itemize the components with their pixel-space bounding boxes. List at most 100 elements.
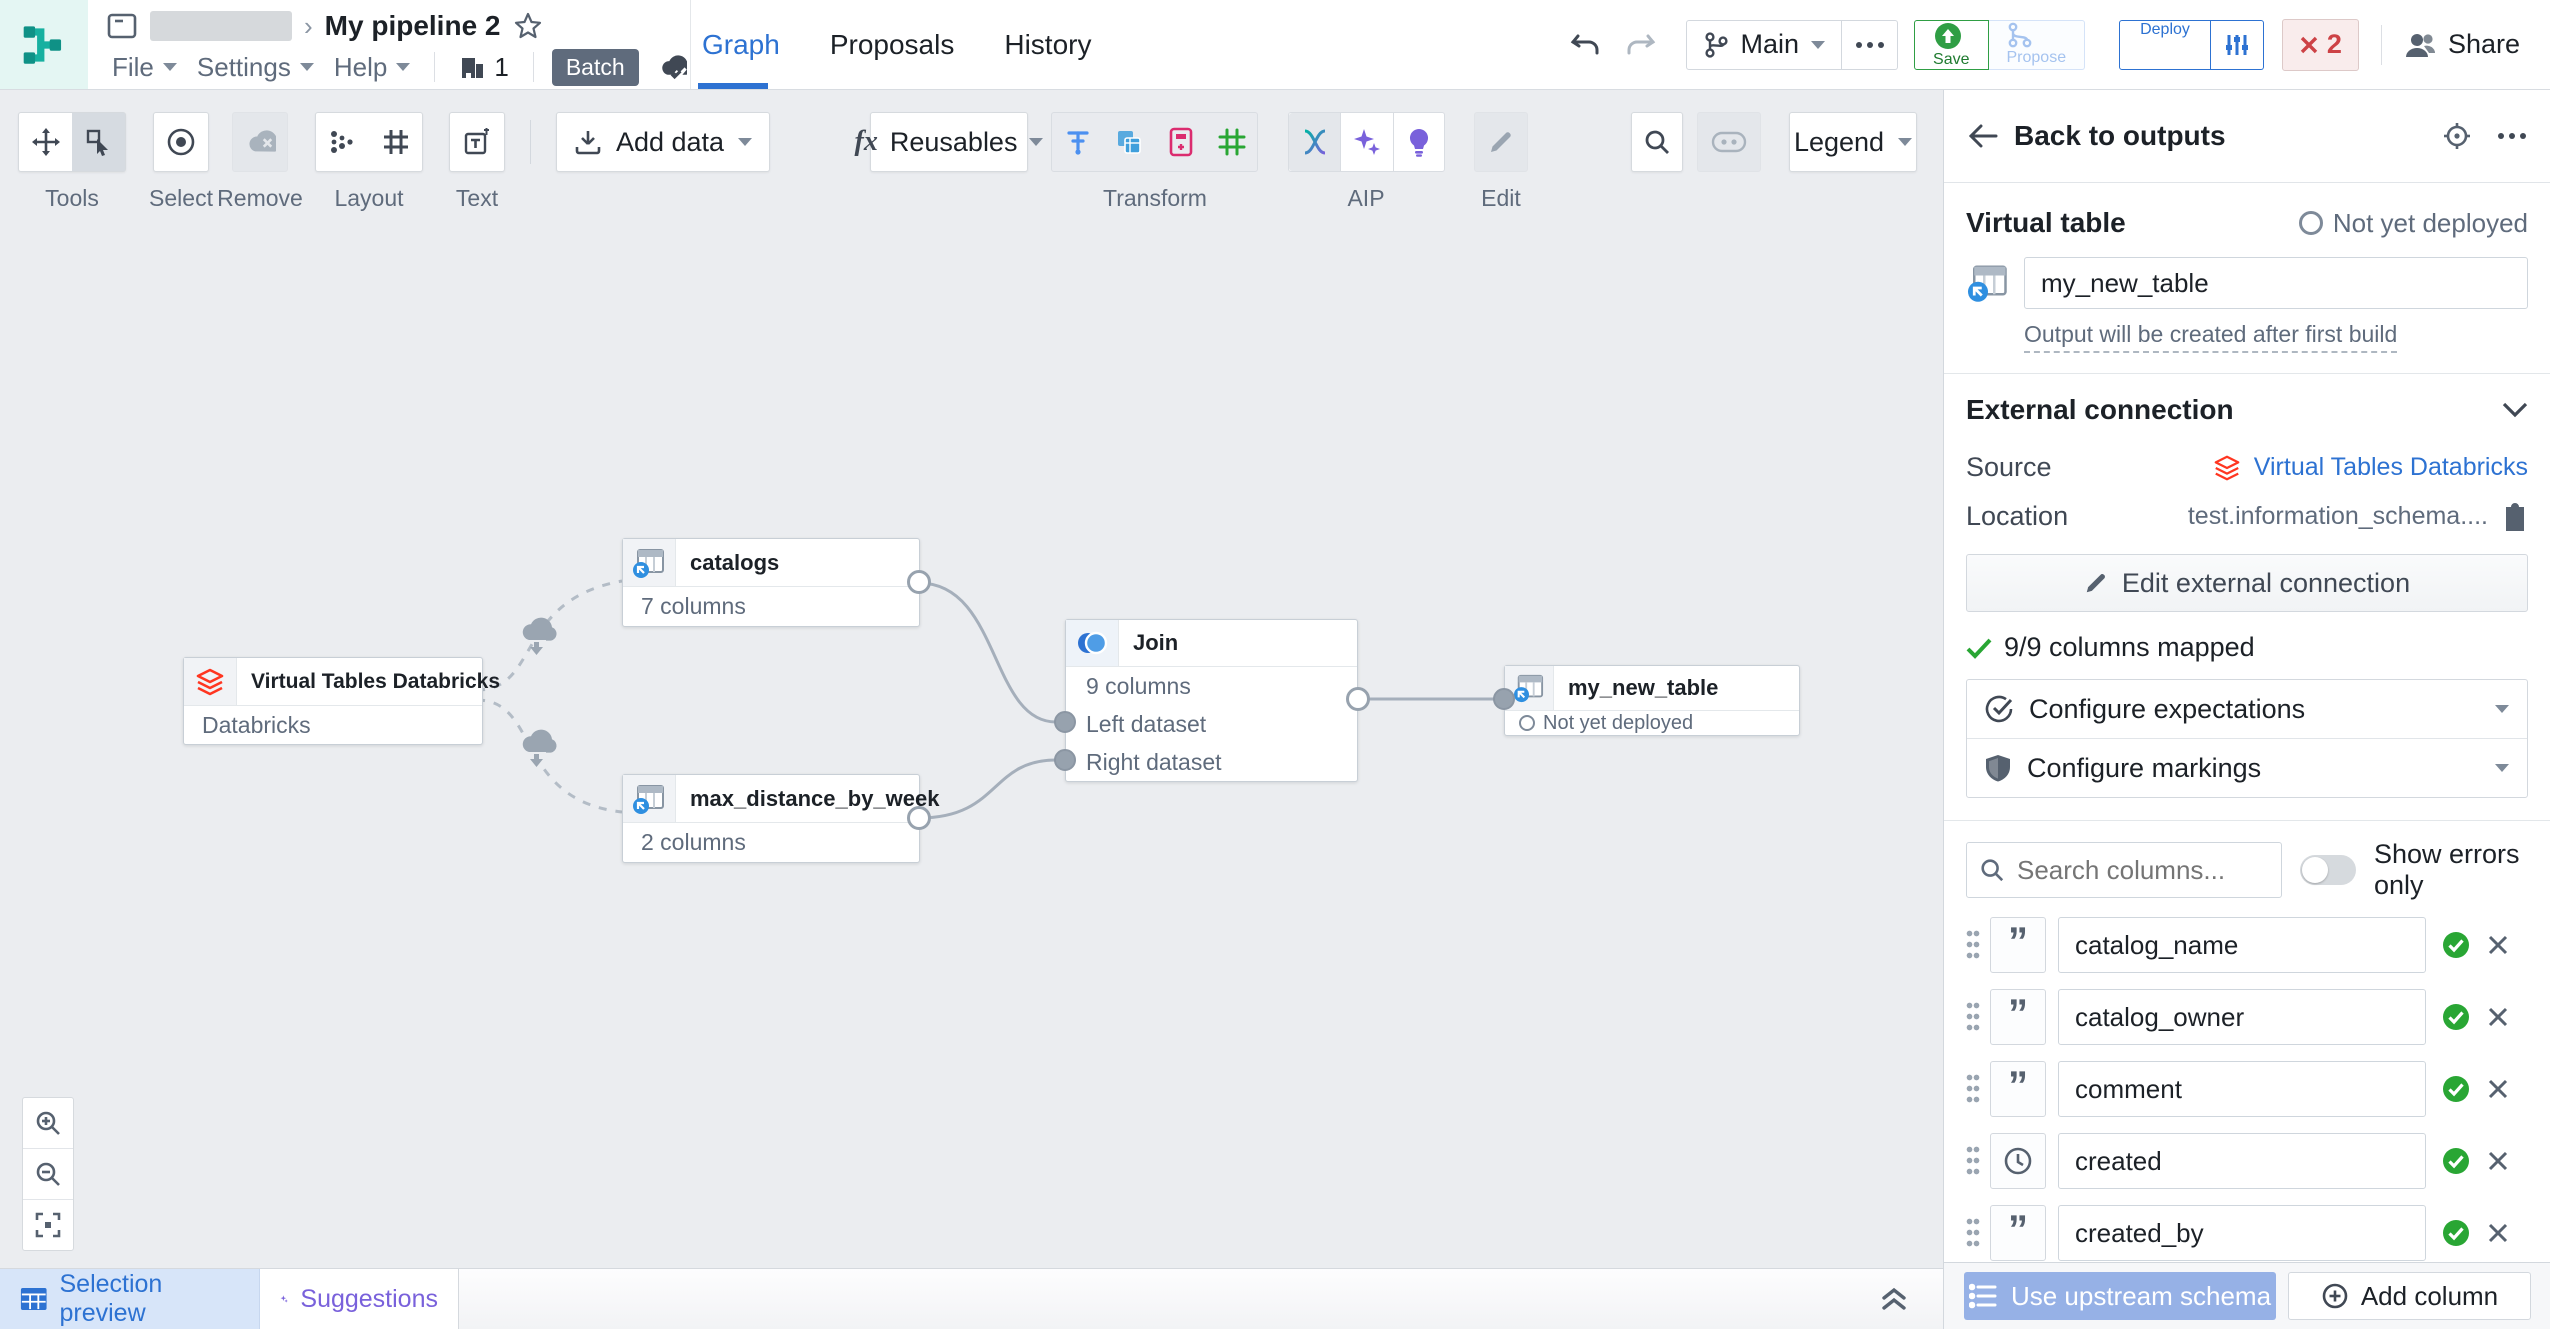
pivot-icon[interactable]	[1207, 113, 1258, 171]
select-tool-button[interactable]	[72, 113, 125, 171]
join-left-input-port[interactable]	[1054, 711, 1076, 733]
tab-history[interactable]: History	[1004, 28, 1092, 60]
column-name-input[interactable]	[2058, 989, 2426, 1045]
chevron-down-icon	[162, 63, 177, 71]
move-tool-button[interactable]	[19, 113, 72, 171]
show-errors-toggle[interactable]	[2300, 855, 2356, 885]
drag-handle-icon[interactable]	[1966, 1000, 1980, 1034]
deploy-button[interactable]: Deploy	[2119, 19, 2211, 70]
save-upload-icon	[1935, 22, 1962, 49]
branch-more-button[interactable]	[1842, 19, 1899, 70]
my-new-table-node[interactable]: my_new_table Not yet deployed	[1504, 665, 1800, 736]
join-node[interactable]: Join 9 columns Left dataset Right datase…	[1065, 619, 1358, 782]
file-menu[interactable]: File	[106, 50, 183, 85]
catalogs-node[interactable]: catalogs 7 columns	[622, 538, 920, 627]
propose-button[interactable]: Propose	[1988, 19, 2086, 70]
legend-button[interactable]: Legend	[1789, 112, 1917, 172]
select-mode-button[interactable]	[153, 112, 209, 172]
join-output-port[interactable]	[1346, 687, 1370, 711]
selection-preview-tab[interactable]: Selection preview	[0, 1269, 260, 1329]
string-type-icon[interactable]: ”	[1990, 989, 2046, 1045]
drag-handle-icon[interactable]	[1966, 1072, 1980, 1106]
configure-expectations-row[interactable]: Configure expectations	[1967, 680, 2527, 738]
locate-node-icon[interactable]	[2442, 121, 2472, 151]
column-name-input[interactable]	[2058, 1133, 2426, 1189]
pipeline-builder-logo[interactable]	[0, 0, 88, 89]
source-node-virtual-tables-databricks[interactable]: Virtual Tables Databricks Databricks	[183, 657, 500, 745]
zoom-in-button[interactable]	[23, 1098, 73, 1148]
tab-proposals[interactable]: Proposals	[829, 28, 955, 60]
favorite-star-icon[interactable]	[513, 11, 543, 41]
max-distance-by-week-node[interactable]: max_distance_by_week 2 columns	[622, 774, 940, 863]
column-name-input[interactable]	[2058, 1205, 2426, 1261]
suggestions-tab[interactable]: Suggestions	[260, 1269, 459, 1329]
use-upstream-schema-button[interactable]: Use upstream schema	[1964, 1272, 2276, 1320]
remove-column-icon[interactable]	[2486, 933, 2510, 957]
remove-column-icon[interactable]	[2486, 1149, 2510, 1173]
search-columns-input[interactable]	[2015, 853, 2269, 887]
max-distance-output-port[interactable]	[907, 806, 931, 830]
string-type-icon[interactable]: ”	[1990, 917, 2046, 973]
select-label: Select	[149, 185, 213, 211]
my-new-table-input-port[interactable]	[1493, 688, 1515, 710]
mapped-check-icon	[2443, 1148, 2469, 1174]
timestamp-type-icon[interactable]	[1990, 1133, 2046, 1189]
panel-header: Back to outputs	[1944, 90, 2550, 183]
redo-icon[interactable]	[1624, 28, 1658, 62]
search-columns-box[interactable]	[1966, 842, 2282, 898]
aip-logic-icon[interactable]	[1289, 113, 1341, 171]
save-button[interactable]: Save	[1914, 19, 1989, 70]
tab-graph[interactable]: Graph	[702, 28, 780, 60]
string-type-icon[interactable]: ”	[1990, 1061, 2046, 1117]
batch-mode-badge[interactable]: Batch	[551, 48, 639, 86]
search-graph-button[interactable]	[1631, 112, 1683, 172]
drag-handle-icon[interactable]	[1966, 1144, 1980, 1178]
edit-external-connection-button[interactable]: Edit external connection	[1966, 554, 2528, 612]
branch-selector[interactable]: Main	[1685, 19, 1843, 70]
string-type-icon[interactable]: ”	[1990, 1205, 2046, 1261]
error-count-badge[interactable]: 2	[2281, 18, 2359, 71]
deploy-settings-button[interactable]	[2210, 19, 2264, 70]
undo-icon[interactable]	[1568, 28, 1602, 62]
error-x-icon	[2300, 36, 2318, 53]
column-name-input[interactable]	[2058, 917, 2426, 973]
zoom-out-button[interactable]	[23, 1148, 73, 1199]
copy-clipboard-icon[interactable]	[2502, 502, 2528, 532]
drag-handle-icon[interactable]	[1966, 1216, 1980, 1250]
external-connection-header[interactable]: External connection	[1966, 394, 2528, 426]
add-column-button[interactable]: Add column	[2288, 1272, 2531, 1320]
remove-column-icon[interactable]	[2486, 1077, 2510, 1101]
clean-transform-icon[interactable]	[1052, 113, 1104, 171]
join-tables-icon[interactable]	[1104, 113, 1156, 171]
aip-suggestions-bulb-icon[interactable]	[1394, 113, 1444, 171]
back-to-outputs-button[interactable]: Back to outputs	[1968, 120, 2226, 152]
grid-layout-button[interactable]	[369, 113, 422, 171]
remove-column-icon[interactable]	[2486, 1221, 2510, 1245]
auto-layout-button[interactable]	[316, 113, 369, 171]
drag-handle-icon[interactable]	[1966, 928, 1980, 962]
workspace-indicator[interactable]: 1	[453, 50, 514, 85]
panel-more-icon[interactable]	[2498, 133, 2526, 139]
column-name-input[interactable]	[2058, 1061, 2426, 1117]
reusables-button[interactable]: fx Reusables	[855, 112, 1044, 172]
join-right-input-port[interactable]	[1054, 749, 1076, 771]
source-link[interactable]: Virtual Tables Databricks	[2253, 453, 2528, 481]
remove-column-icon[interactable]	[2486, 1005, 2510, 1029]
mapped-check-icon	[2443, 932, 2469, 958]
redacted-project-name[interactable]	[150, 11, 292, 41]
calculator-icon[interactable]	[1155, 113, 1207, 171]
settings-menu[interactable]: Settings	[191, 50, 320, 85]
zoom-fit-button[interactable]	[23, 1199, 73, 1250]
aip-sparkles-icon[interactable]	[1340, 113, 1394, 171]
catalogs-output-port[interactable]	[907, 570, 931, 594]
preview-toggle-button	[1697, 112, 1761, 172]
help-menu[interactable]: Help	[328, 50, 416, 85]
share-button[interactable]: Share	[2404, 29, 2520, 60]
cloud-check-icon[interactable]	[657, 54, 687, 80]
table-name-input[interactable]	[2024, 257, 2528, 309]
text-tool-button[interactable]	[449, 112, 505, 172]
add-data-button[interactable]: Add data	[556, 112, 770, 172]
configure-markings-row[interactable]: Configure markings	[1967, 738, 2527, 797]
collapse-panel-button[interactable]	[1879, 1269, 1909, 1329]
active-tab-indicator	[698, 83, 768, 89]
